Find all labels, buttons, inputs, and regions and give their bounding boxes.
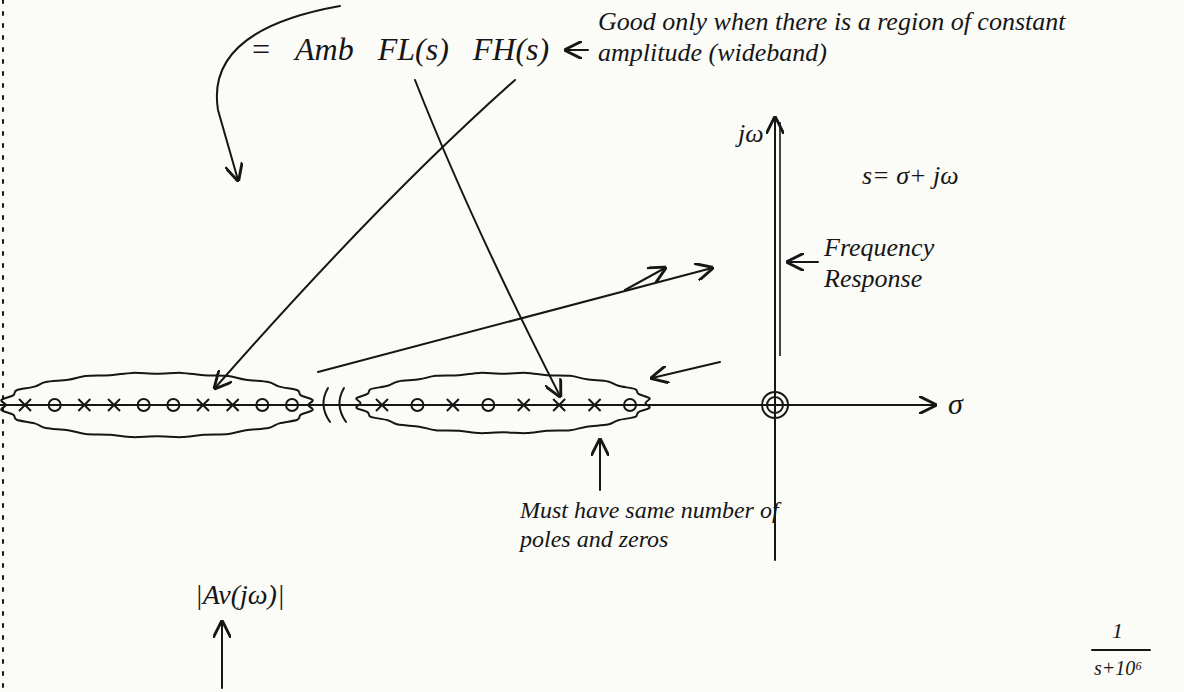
origin-zero	[767, 397, 783, 413]
fraction-bar	[1092, 649, 1150, 651]
pole-mark	[553, 399, 565, 411]
cloud-leader	[625, 268, 665, 290]
high-pole-zero-cloud	[1, 373, 312, 437]
pole-mark	[78, 399, 90, 411]
zero-mark	[411, 399, 423, 411]
low-pole-zero-cloud	[356, 373, 649, 433]
magnitude-arrow	[221, 622, 223, 688]
note-pointer	[566, 49, 588, 51]
zero-mark	[167, 399, 179, 411]
frequency-response-note: Frequency Response	[824, 232, 974, 294]
zero-mark	[286, 399, 298, 411]
pole-mark	[19, 399, 31, 411]
fl-leader	[415, 80, 560, 396]
origin-zero	[762, 392, 788, 418]
frequency-response-squiggle	[779, 122, 781, 356]
real-axis-label: σ	[948, 386, 963, 422]
magnitude-label: |Av(jω)|	[195, 578, 285, 612]
zero-mark	[482, 399, 494, 411]
complex-frequency: s= σ+ jω	[862, 160, 959, 191]
gain-formula: = Amb FL(s) FH(s)	[250, 30, 549, 68]
pole-mark	[197, 399, 209, 411]
sigma-axis	[0, 404, 935, 406]
validity-note: Good only when there is a region of cons…	[598, 6, 1168, 68]
pole-mark	[518, 399, 530, 411]
fh-leader	[215, 80, 515, 388]
pole-zero-note: Must have same number of poles and zeros	[520, 496, 810, 554]
fraction-denominator: s+10⁶	[1094, 656, 1142, 680]
pole-mark	[108, 399, 120, 411]
cloud-leader	[652, 362, 720, 378]
cloud-leader	[318, 268, 712, 372]
pole-mark	[447, 399, 459, 411]
response-pointer	[788, 261, 818, 263]
axis-break	[323, 388, 346, 422]
zero-mark	[49, 399, 61, 411]
pole-mark	[589, 399, 601, 411]
margin-dots	[2, 0, 4, 692]
jw-axis	[774, 118, 776, 560]
imag-axis-label: jω	[738, 118, 764, 149]
zero-mark	[138, 399, 150, 411]
pole-mark	[227, 399, 239, 411]
zero-mark	[624, 399, 636, 411]
zero-mark	[256, 399, 268, 411]
fraction-numerator: 1	[1112, 618, 1123, 644]
note-arrow	[599, 440, 601, 490]
pole-mark	[376, 399, 388, 411]
